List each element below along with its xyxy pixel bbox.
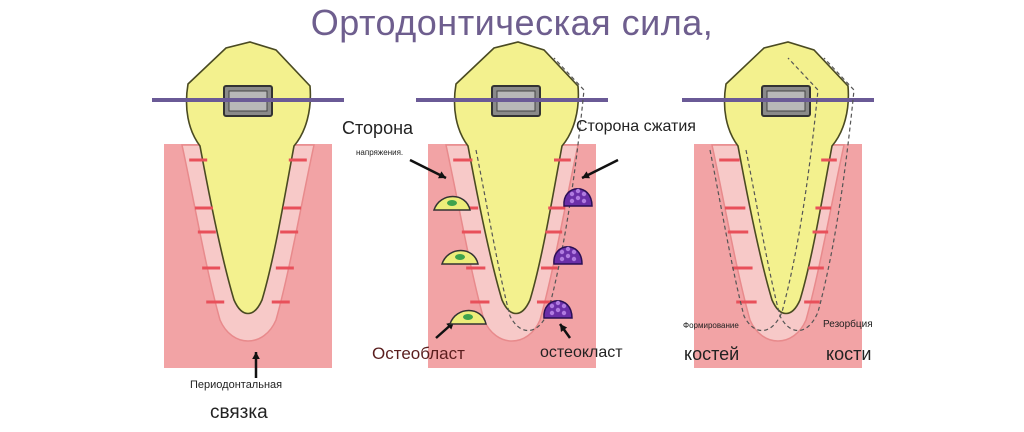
original-position-outline [709, 57, 819, 332]
tooth-panel-3 [682, 41, 874, 368]
tooth [185, 41, 312, 315]
osteoblast-nucleus [455, 254, 465, 260]
osteoclast-nucleus [571, 256, 577, 262]
osteoclast-nucleus [549, 310, 555, 316]
osteoclast-nucleus [561, 310, 567, 316]
osteoclast-nucleus [575, 188, 581, 194]
compression-arrow-head [582, 171, 590, 179]
pdl-label-big: связка [210, 402, 268, 423]
osteoclast-nucleus [569, 191, 575, 197]
osteoclast-nucleus [561, 303, 567, 309]
osteoblast-nucleus [447, 200, 457, 206]
osteoclast-nucleus [581, 198, 587, 204]
osteoclast-nucleus [555, 307, 561, 313]
resorption-label: кости [826, 344, 872, 364]
original-position-outline [745, 57, 855, 332]
osteoclast-nucleus [581, 191, 587, 197]
formation-label: костей [684, 344, 740, 364]
osteoclast-label: остеокласт [540, 344, 623, 361]
page-title: Ортодонтическая сила, [310, 2, 714, 43]
osteoclast-nucleus [555, 300, 561, 306]
tooth [453, 41, 580, 315]
original-position-outline [475, 57, 585, 332]
osteoclast-nucleus [565, 246, 571, 252]
osteoclast-nucleus [559, 256, 565, 262]
tooth [723, 41, 850, 315]
osteoclast-nucleus [575, 195, 581, 201]
pdl-arrow-head [252, 352, 260, 360]
osteoclast-arrow-head [560, 324, 568, 332]
osteoclast-nucleus [565, 253, 571, 259]
tension-arrow-head [438, 171, 446, 179]
resorption-sublabel: Резорбция [823, 319, 873, 330]
osteoclast-nucleus [549, 303, 555, 309]
osteoclast-nucleus [571, 249, 577, 255]
compression-side-label: Сторона сжатия [576, 118, 696, 135]
tooth-panel-1 [152, 41, 344, 368]
tension-side-sublabel: напряжения. [356, 148, 404, 157]
formation-sublabel: Формирование [683, 321, 739, 330]
pdl-label-small: Периодонтальная [190, 379, 283, 391]
osteoblast-label: Остеобласт [372, 344, 465, 363]
tension-side-label: Сторона [342, 118, 414, 138]
tooth-panel-2 [416, 41, 608, 368]
osteoclast-nucleus [559, 249, 565, 255]
osteoclast-nucleus [569, 198, 575, 204]
osteoblast-nucleus [463, 314, 473, 320]
